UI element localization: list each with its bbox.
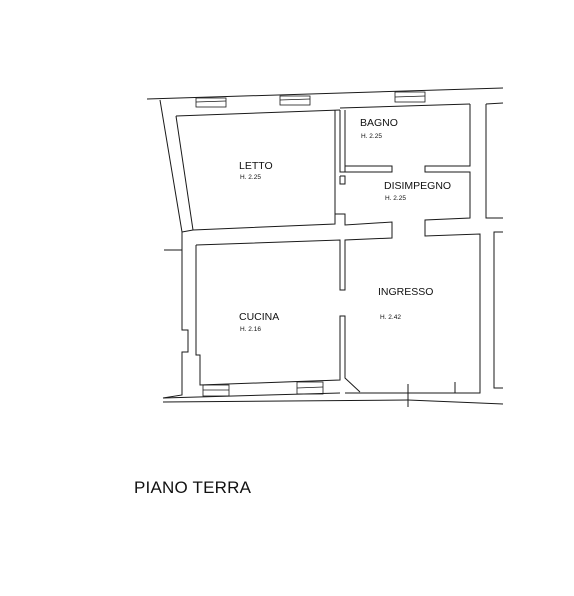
bottom-exterior-wall	[162, 384, 504, 407]
room-height-bagno: H. 2.25	[361, 133, 382, 140]
bottom-window-right	[296, 381, 324, 395]
room-label-ingresso: INGRESSO	[378, 286, 433, 298]
floor-title: PIANO TERRA	[134, 478, 252, 497]
right-exterior-wall	[424, 104, 503, 394]
bagno-walls	[339, 110, 393, 173]
room-height-letto: H. 2.25	[240, 174, 261, 181]
room-label-disimpegno: DISIMPEGNO	[384, 180, 451, 192]
top-window-left	[195, 97, 227, 108]
letto-disimpegno-wall	[181, 110, 393, 291]
room-height-disimpegno: H. 2.25	[385, 195, 406, 202]
top-exterior-wall	[146, 87, 504, 117]
room-label-cucina: CUCINA	[239, 311, 279, 323]
cucina-walls	[162, 232, 361, 399]
room-height-cucina: H. 2.16	[240, 326, 261, 333]
top-window-middle	[279, 95, 311, 106]
room-height-ingresso: H. 2.42	[380, 314, 401, 321]
bottom-window-left	[202, 384, 230, 397]
room-label-bagno: BAGNO	[360, 117, 398, 129]
room-label-letto: LETTO	[239, 160, 273, 172]
top-window-right	[394, 91, 426, 103]
left-wall-letto	[159, 99, 194, 233]
